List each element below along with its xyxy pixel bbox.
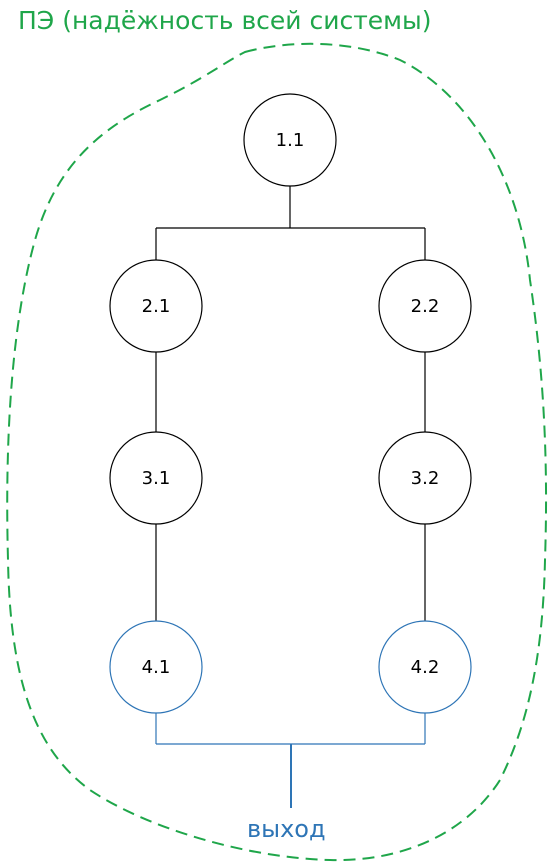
node-3-2-label: 3.2 <box>411 468 440 489</box>
node-4-1-label: 4.1 <box>142 657 171 678</box>
node-4-2: 4.2 <box>378 620 472 714</box>
node-4-2-label: 4.2 <box>411 657 440 678</box>
diagram-title: ПЭ (надёжность всей системы) <box>18 6 432 35</box>
node-4-1: 4.1 <box>109 620 203 714</box>
node-2-1: 2.1 <box>109 259 203 353</box>
node-1-1-label: 1.1 <box>276 130 305 151</box>
node-3-1-label: 3.1 <box>142 468 171 489</box>
node-2-1-label: 2.1 <box>142 296 171 317</box>
node-3-1: 3.1 <box>109 431 203 525</box>
node-3-2: 3.2 <box>378 431 472 525</box>
node-2-2-label: 2.2 <box>411 296 440 317</box>
system-boundary <box>6 42 548 862</box>
output-label: выход <box>247 815 326 843</box>
node-2-2: 2.2 <box>378 259 472 353</box>
node-1-1: 1.1 <box>243 93 337 187</box>
